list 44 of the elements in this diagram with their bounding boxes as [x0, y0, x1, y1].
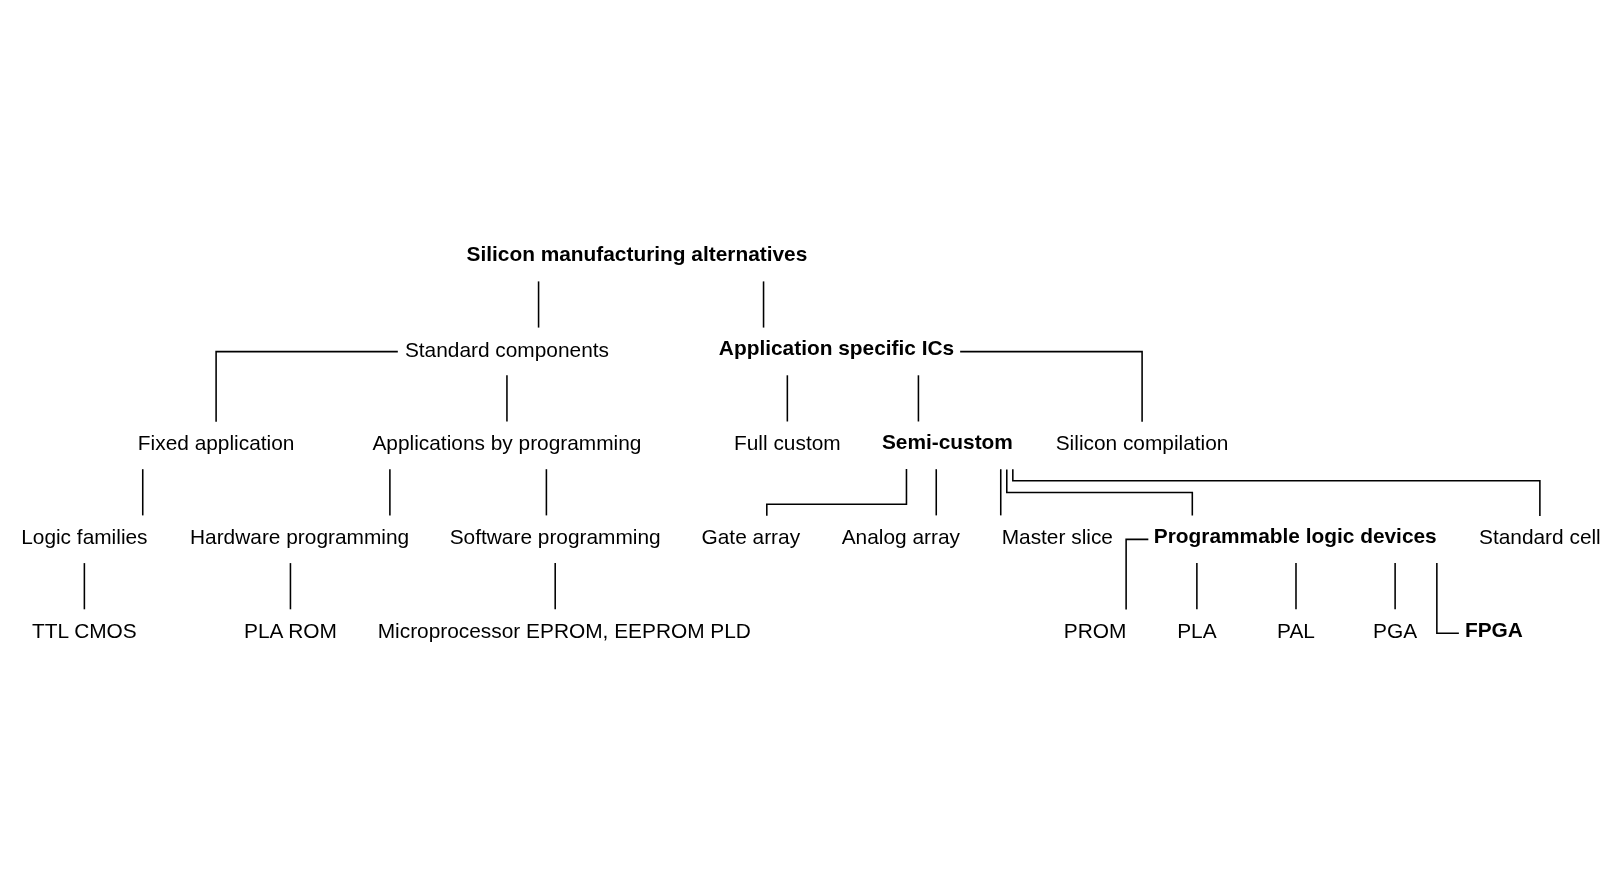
node-text: Semi-custom — [881, 430, 1013, 454]
node-text: Full custom — [734, 431, 841, 455]
connector — [1394, 562, 1396, 611]
node-text: Programmable logic devices — [1153, 524, 1437, 548]
node-text: PROM — [1063, 619, 1127, 643]
node-text: Silicon manufacturing alternatives — [466, 242, 808, 266]
connector — [1196, 562, 1198, 611]
connector — [554, 562, 556, 611]
connector — [83, 562, 86, 611]
connector — [786, 374, 789, 423]
connector — [1295, 562, 1297, 611]
node-text: PAL — [1277, 619, 1315, 643]
node-text: Gate array — [701, 525, 801, 549]
node-text: Standard components — [404, 337, 609, 361]
connector — [762, 280, 765, 329]
node-text: PLA — [1177, 619, 1217, 643]
node-text: TTL CMOS — [32, 619, 137, 643]
node-text: Software programming — [449, 525, 661, 549]
node-text: Standard cell — [1479, 525, 1601, 549]
node-text: Logic families — [21, 525, 148, 549]
node-text: Silicon compilation — [1055, 431, 1229, 455]
connector — [141, 468, 144, 517]
connector — [1012, 468, 1541, 517]
connector — [545, 468, 548, 517]
node-text: Applications by programming — [372, 431, 642, 455]
connector — [1006, 468, 1194, 517]
connector — [999, 468, 1002, 517]
node-text: Microprocessor EPROM, EEPROM PLD — [377, 619, 751, 643]
connector — [959, 350, 1143, 423]
node-text: FPGA — [1464, 617, 1523, 641]
connector — [537, 280, 540, 329]
connector — [917, 374, 920, 423]
node-text: Analog array — [841, 525, 960, 549]
node-text: PLA ROM — [244, 619, 337, 643]
connector — [289, 562, 292, 611]
node-text: Fixed application — [137, 431, 295, 455]
connector — [935, 468, 938, 517]
node-text: Hardware programming — [190, 525, 410, 549]
node-text: PGA — [1373, 619, 1418, 643]
node-text: Application specific ICs — [718, 336, 955, 360]
connector — [215, 350, 399, 423]
connector — [389, 468, 391, 517]
node-text: Master slice — [1001, 525, 1113, 549]
connector — [506, 374, 508, 423]
